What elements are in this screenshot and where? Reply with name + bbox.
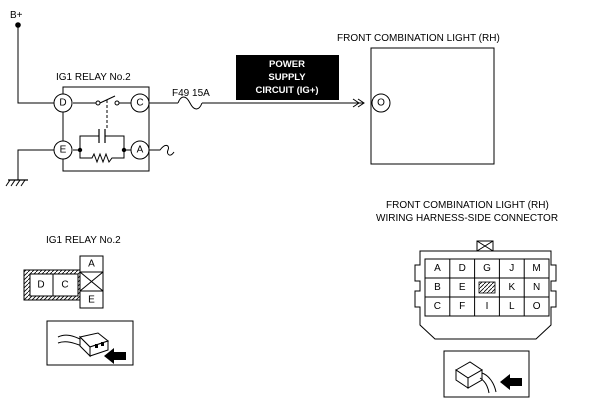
harness-pin-j: J <box>509 263 514 274</box>
relay-pin-a: A <box>88 259 95 270</box>
harness-pin-l: L <box>509 301 515 312</box>
harness-pin-c: C <box>434 301 441 312</box>
front-combination-light: FRONT COMBINATION LIGHT (RH) O <box>337 33 500 165</box>
harness-pin-e: E <box>459 282 466 293</box>
harness-title-line2: WIRING HARNESS-SIDE CONNECTOR <box>376 213 558 224</box>
light-title: FRONT COMBINATION LIGHT (RH) <box>337 33 500 44</box>
harness-pin-b: B <box>434 282 441 293</box>
harness-pin-i: I <box>486 301 489 312</box>
battery-label: B+ <box>10 10 23 21</box>
svg-text:POWER: POWER <box>269 59 305 70</box>
harness-pin-unused <box>478 281 496 294</box>
relay-pin-d: D <box>37 280 44 291</box>
svg-text:O: O <box>377 98 385 109</box>
ground-icon <box>5 179 28 187</box>
svg-text:CIRCUIT (IG+): CIRCUIT (IG+) <box>255 85 318 96</box>
harness-pin-n: N <box>533 282 540 293</box>
battery-supply: B+ <box>10 10 55 104</box>
svg-text:C: C <box>136 98 143 109</box>
ground-wire <box>17 149 55 180</box>
light-terminal-o: O <box>371 93 391 113</box>
svg-text:E: E <box>60 145 67 156</box>
relay-connector-title: IG1 RELAY No.2 <box>46 235 121 246</box>
harness-connector: FRONT COMBINATION LIGHT (RH) WIRING HARN… <box>376 200 558 340</box>
svg-text:A: A <box>137 145 144 156</box>
relay-terminal-a: A <box>130 140 150 160</box>
harness-pin-f: F <box>459 301 465 312</box>
relay-connector-photo-icon <box>46 320 134 366</box>
fuse-icon <box>177 96 203 110</box>
relay-terminal-e: E <box>53 140 73 160</box>
relay-connector: IG1 RELAY No.2 D C A E <box>23 235 121 309</box>
relay-pin-c: C <box>61 280 68 291</box>
svg-text:SUPPLY: SUPPLY <box>268 72 306 83</box>
ig1-relay: IG1 RELAY No.2 D C E <box>53 72 150 172</box>
harness-pin-d: D <box>459 263 466 274</box>
harness-pin-m: M <box>532 263 540 274</box>
relay-a-wire <box>149 144 175 156</box>
fuse-label: F49 15A <box>172 88 210 99</box>
power-line <box>149 98 365 108</box>
relay-title: IG1 RELAY No.2 <box>56 72 131 83</box>
relay-terminal-c: C <box>130 93 150 113</box>
relay-pin-e: E <box>88 295 95 306</box>
harness-pin-o: O <box>533 301 541 312</box>
harness-title-line1: FRONT COMBINATION LIGHT (RH) <box>386 200 549 211</box>
harness-pin-a: A <box>434 263 441 274</box>
harness-pin-k: K <box>508 282 515 293</box>
harness-pin-g: G <box>483 263 491 274</box>
harness-connector-photo-icon <box>443 350 530 398</box>
svg-text:D: D <box>59 98 66 109</box>
circuit-banner: POWER SUPPLY CIRCUIT (IG+) <box>236 55 339 100</box>
relay-terminal-d: D <box>53 93 73 113</box>
